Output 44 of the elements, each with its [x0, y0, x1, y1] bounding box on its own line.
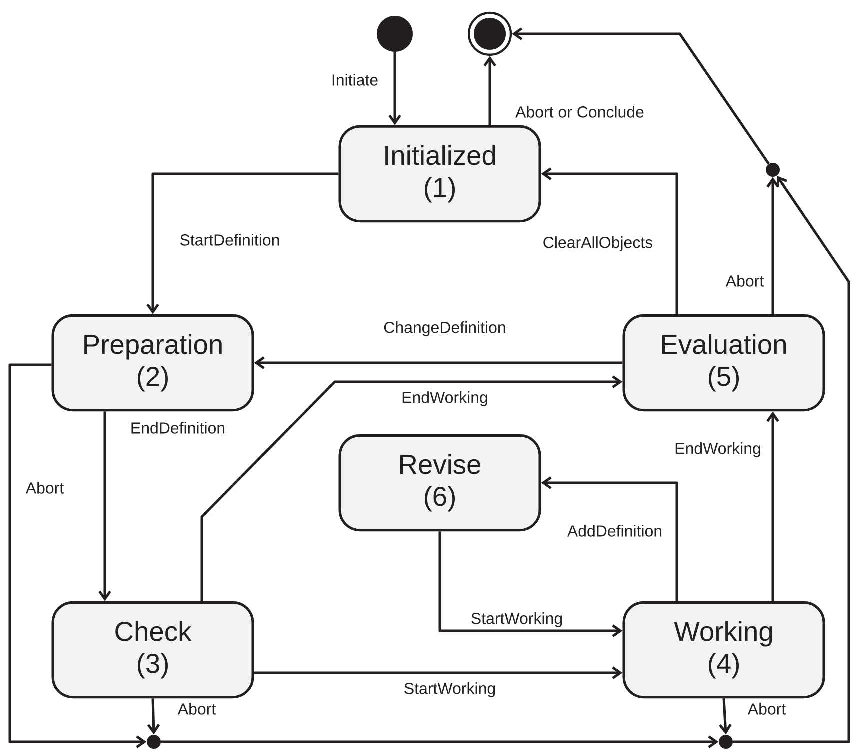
arrow	[541, 476, 678, 602]
state-box: Initialized (1)	[338, 125, 542, 223]
arrow	[733, 176, 850, 744]
arrow	[438, 532, 623, 638]
state-box: Working (4)	[622, 601, 826, 699]
edge-label: EndWorking	[673, 441, 763, 459]
arrow	[766, 412, 780, 602]
edge-label: Abort	[176, 702, 218, 716]
edge-label: ClearAllObjects	[542, 235, 654, 253]
arrow	[98, 412, 112, 602]
edge-label: Abort or Conclude	[514, 104, 646, 120]
edge-label: ChangeDefinition	[382, 320, 508, 338]
arrow	[512, 28, 770, 165]
state-box: Preparation (2)	[52, 314, 254, 412]
arrow	[200, 376, 623, 602]
edge-label: StartWorking	[402, 681, 498, 699]
arrow	[161, 736, 719, 748]
state-box: Revise (6)	[338, 434, 542, 532]
arrow	[766, 177, 780, 314]
arrow	[254, 356, 623, 370]
arrow	[719, 698, 732, 735]
edge-label: StartWorking	[470, 611, 564, 629]
edge-label: StartDefinition	[178, 232, 282, 248]
state-box: Evaluation (5)	[622, 314, 826, 412]
arrow	[484, 56, 496, 126]
edge-label: Abort	[746, 702, 788, 716]
arrow	[8, 364, 147, 748]
arrow	[254, 666, 623, 680]
edge-label: EndDefinition	[129, 420, 227, 436]
final-state	[468, 12, 512, 56]
state-box: Check (3)	[52, 601, 254, 699]
junction-dot	[766, 163, 780, 177]
arrow	[146, 172, 339, 314]
edge-label: Initiate	[330, 72, 380, 88]
arrow	[388, 52, 402, 126]
edge-label: Abort	[724, 274, 766, 288]
edge-label: Abort	[24, 480, 66, 496]
edge-label: AddDefinition	[566, 524, 664, 538]
arrow	[541, 168, 678, 314]
edge-label: EndWorking	[400, 390, 490, 408]
junction-dot	[147, 735, 161, 749]
junction-dot	[719, 735, 733, 749]
arrow	[147, 698, 160, 735]
initial-state-dot	[377, 16, 413, 52]
